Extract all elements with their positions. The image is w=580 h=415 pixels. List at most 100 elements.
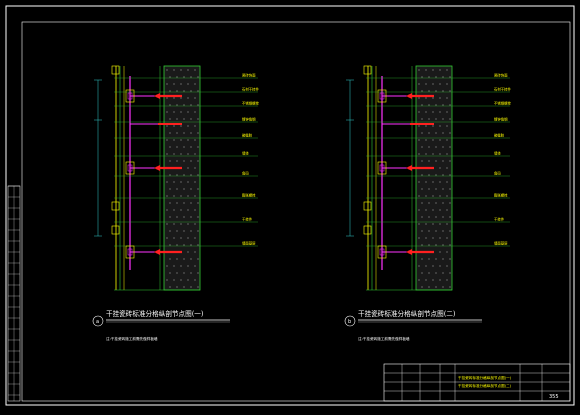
wall-hatch-dot [449,174,451,176]
wall-hatch-dot [425,125,427,127]
wall-hatch-dot [439,153,441,155]
wall-hatch-dot [197,188,199,190]
wall-hatch-dot [187,209,189,211]
anchor-bolt-head [406,93,412,99]
wall-hatch-dot [442,90,444,92]
wall-hatch-dot [197,174,199,176]
wall-hatch-dot [176,118,178,120]
wall-hatch-dot [166,181,168,183]
wall-hatch-dot [194,237,196,239]
anchor-bolt-head [406,249,412,255]
callout-label: 瓷砖饰面 [242,73,256,78]
wall-hatch-dot [418,153,420,155]
wall-hatch-dot [194,139,196,141]
wall-hatch-dot [435,244,437,246]
wall-hatch-dot [435,90,437,92]
wall-hatch-dot [435,272,437,274]
wall-hatch-dot [446,111,448,113]
callout-label: 镀锌角钢 [494,117,508,122]
wall-hatch-dot [173,83,175,85]
wall-hatch-dot [190,132,192,134]
wall-hatch-dot [180,153,182,155]
wall-hatch-dot [166,83,168,85]
wall-hatch-dot [439,97,441,99]
wall-hatch-dot [194,83,196,85]
wall-hatch-dot [421,146,423,148]
wall-hatch-dot [183,90,185,92]
detail-title: 干挂瓷砖标准分格纵剖节点图(二) [358,309,455,318]
wall-hatch-dot [421,118,423,120]
wall-hatch-dot [169,244,171,246]
wall-hatch-dot [173,237,175,239]
title-block-frame [383,363,571,402]
wall-hatch-dot [446,167,448,169]
wall-hatch-dot [442,244,444,246]
wall-hatch-dot [183,216,185,218]
wall-hatch-dot [446,153,448,155]
wall-hatch-dot [418,111,420,113]
wall-hatch-dot [421,202,423,204]
wall-hatch-dot [169,188,171,190]
anchor-plate [127,92,133,100]
wall-hatch-dot [183,188,185,190]
wall-hatch-dot [418,237,420,239]
wall-hatch-dot [432,139,434,141]
wall-hatch-dot [190,244,192,246]
wall-hatch-dot [166,139,168,141]
anchor-clip [125,161,135,175]
wall-hatch-dot [173,111,175,113]
wall-hatch-dot [439,125,441,127]
wall-hatch-dot [418,195,420,197]
wall-hatch-dot [446,223,448,225]
title-block-name-1: 干挂瓷砖标准分格纵剖节点图(一) [458,375,512,380]
wall-hatch-dot [194,209,196,211]
wall-hatch-dot [180,125,182,127]
wall-hatch-dot [449,258,451,260]
wall-hatch-dot [446,195,448,197]
wall-hatch-dot [166,69,168,71]
wall-hatch-dot [439,167,441,169]
wall-hatch-dot [166,111,168,113]
wall-hatch-dot [169,132,171,134]
detail-marker-circle [92,315,104,327]
wall-hatch-dot [446,125,448,127]
wall-hatch-dot [187,167,189,169]
wall-hatch-dot [425,265,427,267]
callout-label: 嵌缝胶 [494,133,505,138]
binding-strip [7,185,21,402]
wall-hatch-dot [173,265,175,267]
wall-hatch-dot [449,132,451,134]
wall-hatch-dot [446,279,448,281]
callout-label: 嵌缝胶 [242,133,253,138]
wall-hatch-dot [446,97,448,99]
wall-hatch-dot [176,230,178,232]
wall-hatch-dot [173,125,175,127]
wall-hatch-dot [442,160,444,162]
wall-hatch-dot [197,272,199,274]
wall-hatch-dot [425,69,427,71]
wall-hatch-dot [169,160,171,162]
wall-hatch-dot [446,265,448,267]
wall-hatch-dot [176,160,178,162]
wall-hatch-dot [435,230,437,232]
wall-hatch-dot [194,111,196,113]
wall-hatch-dot [432,237,434,239]
wall-hatch-dot [190,258,192,260]
wall-hatch-dot [432,125,434,127]
wall-hatch-dot [173,139,175,141]
wall-hatch-dot [432,265,434,267]
wall-hatch-dot [428,188,430,190]
wall-hatch-dot [197,286,199,288]
wall-hatch-dot [180,111,182,113]
anchor-plate [379,164,385,172]
wall-hatch-dot [435,174,437,176]
wall-hatch-dot [180,195,182,197]
wall-hatch-dot [183,104,185,106]
wall-hatch-dot [180,83,182,85]
wall-hatch-dot [428,160,430,162]
face-bracket [363,225,372,235]
wall-hatch-dot [449,244,451,246]
wall-hatch-dot [187,181,189,183]
wall-hatch-dot [435,286,437,288]
